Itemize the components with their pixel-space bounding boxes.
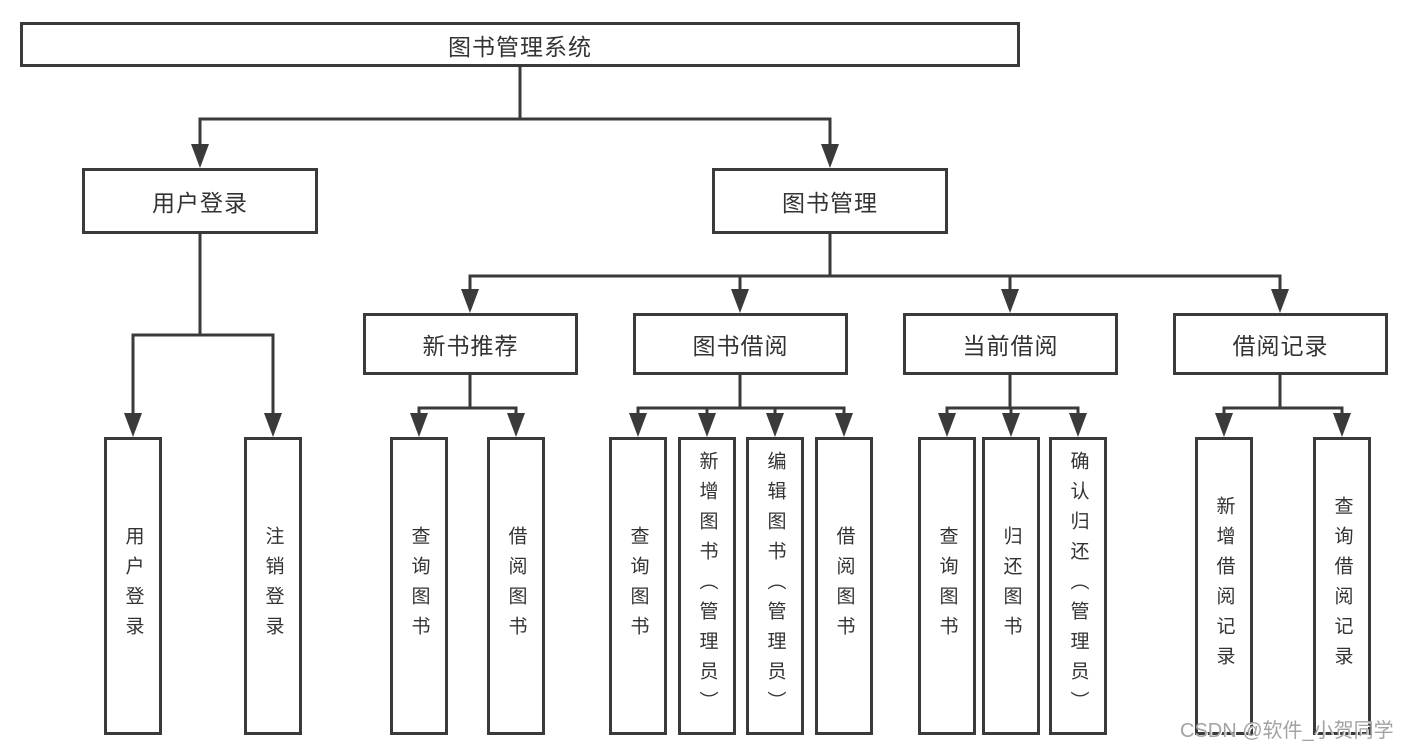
arrow-down-icon (1001, 289, 1019, 313)
leaf-label: 新增借阅记录 (1213, 496, 1235, 676)
leaf-current-return-books: 归还图书 (982, 437, 1040, 735)
leaf-borrow-query-books: 查询图书 (609, 437, 667, 735)
leaf-label: 归还图书 (1000, 526, 1022, 646)
arrow-down-icon (410, 413, 428, 437)
leaf-label: 编辑图书（管理员） (764, 451, 786, 721)
leaf-label: 查询图书 (936, 526, 958, 646)
arrow-down-icon (124, 413, 142, 437)
leaf-label: 确认归还（管理员） (1067, 451, 1089, 721)
arrow-down-icon (1271, 289, 1289, 313)
arrow-down-icon (698, 413, 716, 437)
arrow-down-icon (766, 413, 784, 437)
leaf-label: 用户登录 (122, 526, 144, 646)
node-label: 用户登录 (152, 190, 248, 216)
node-label: 借阅记录 (1232, 333, 1329, 359)
leaf-borrow-add-books-admin: 新增图书（管理员） (678, 437, 736, 735)
arrow-down-icon (461, 289, 479, 313)
leaf-label: 借阅图书 (833, 526, 855, 646)
arrow-down-icon (731, 289, 749, 313)
arrow-down-icon (835, 413, 853, 437)
node-label: 新书推荐 (422, 333, 519, 359)
leaf-newbook-borrow-books: 借阅图书 (487, 437, 545, 735)
leaf-label: 查询借阅记录 (1331, 496, 1353, 676)
leaf-borrow-borrow-books: 借阅图书 (815, 437, 873, 735)
arrow-down-icon (507, 413, 525, 437)
leaf-user-login: 用户登录 (104, 437, 162, 735)
leaf-current-confirm-return-admin: 确认归还（管理员） (1049, 437, 1107, 735)
leaf-label: 查询图书 (627, 526, 649, 646)
node-current-borrow: 当前借阅 (903, 313, 1118, 375)
node-label: 当前借阅 (962, 333, 1059, 359)
leaf-borrow-edit-books-admin: 编辑图书（管理员） (746, 437, 804, 735)
leaf-label: 借阅图书 (505, 526, 527, 646)
arrow-down-icon (1069, 413, 1087, 437)
arrow-down-icon (1215, 413, 1233, 437)
node-label: 图书借阅 (692, 333, 789, 359)
node-label: 图书管理系统 (448, 33, 592, 60)
node-book-management: 图书管理 (712, 168, 948, 234)
leaf-current-query-books: 查询图书 (918, 437, 976, 735)
node-user-login: 用户登录 (82, 168, 318, 234)
node-root-library-system: 图书管理系统 (20, 22, 1020, 67)
leaf-logout: 注销登录 (244, 437, 302, 735)
arrow-down-icon (191, 144, 209, 168)
csdn-watermark: CSDN @软件_小贺同学 (1180, 720, 1394, 742)
leaf-newbook-query-books: 查询图书 (390, 437, 448, 735)
arrow-down-icon (1333, 413, 1351, 437)
arrow-down-icon (938, 413, 956, 437)
node-book-borrow: 图书借阅 (633, 313, 848, 375)
arrow-down-icon (1002, 413, 1020, 437)
leaf-label: 新增图书（管理员） (696, 451, 718, 721)
node-new-book-recommend: 新书推荐 (363, 313, 578, 375)
arrow-down-icon (629, 413, 647, 437)
arrowheads (124, 144, 1351, 437)
leaf-label: 注销登录 (262, 526, 284, 646)
arrow-down-icon (821, 144, 839, 168)
leaf-records-query-record: 查询借阅记录 (1313, 437, 1371, 735)
arrow-down-icon (264, 413, 282, 437)
leaf-label: 查询图书 (408, 526, 430, 646)
node-borrow-records: 借阅记录 (1173, 313, 1388, 375)
node-label: 图书管理 (782, 190, 878, 216)
leaf-records-add-record: 新增借阅记录 (1195, 437, 1253, 735)
